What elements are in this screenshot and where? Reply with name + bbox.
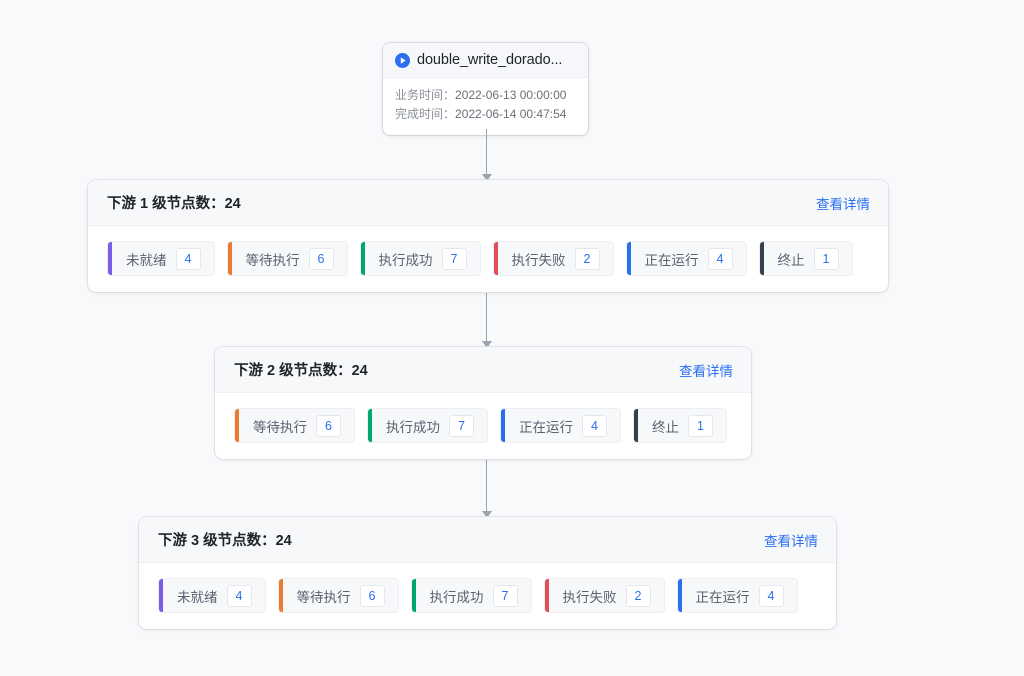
level-1-status-list: 未就绪 4 等待执行 6 执行成功 7 执行失败 2 正在运行 4 终止 1 <box>88 226 888 292</box>
status-count-badge: 6 <box>308 247 334 270</box>
level-1-title: 下游 1 级节点数：24 <box>107 196 241 212</box>
status-count-badge: 1 <box>688 414 713 437</box>
status-label: 未就绪 <box>126 252 167 268</box>
status-color-bar <box>227 242 232 275</box>
status-chip-running[interactable]: 正在运行 4 <box>676 578 798 613</box>
status-color-bar <box>108 242 112 275</box>
status-count-badge: 4 <box>582 414 607 437</box>
status-chip-success[interactable]: 执行成功 7 <box>410 578 532 613</box>
status-count-badge: 6 <box>359 584 385 607</box>
status-chip-success[interactable]: 执行成功 7 <box>359 241 481 276</box>
status-chip-waiting[interactable]: 等待执行 6 <box>234 408 355 443</box>
field-value: 2022-06-14 00:47:54 <box>455 107 567 121</box>
status-chip-success[interactable]: 执行成功 7 <box>367 408 488 443</box>
status-chip-waiting[interactable]: 等待执行 6 <box>277 578 399 613</box>
play-circle-icon <box>395 52 410 68</box>
status-color-bar <box>235 409 239 442</box>
status-chip-running[interactable]: 正在运行 4 <box>625 241 747 276</box>
level-2-title: 下游 2 级节点数：24 <box>234 363 368 379</box>
status-label: 正在运行 <box>695 589 750 605</box>
status-color-bar <box>634 409 638 442</box>
status-count-badge: 4 <box>226 584 252 607</box>
field-label: 业务时间： <box>395 88 456 102</box>
status-label: 正在运行 <box>644 252 699 268</box>
status-count-badge: 1 <box>813 247 839 270</box>
status-label: 终止 <box>652 419 679 435</box>
downstream-level-2-card: 下游 2 级节点数：24 查看详情 等待执行 6 执行成功 7 正在运行 4 终… <box>215 347 751 459</box>
status-color-bar <box>159 579 163 612</box>
status-label: 等待执行 <box>253 419 307 435</box>
root-node-body: 业务时间：2022-06-13 00:00:00 完成时间：2022-06-14… <box>383 78 588 135</box>
status-label: 等待执行 <box>245 252 300 268</box>
status-color-bar <box>368 409 372 442</box>
connector-arrowhead <box>481 511 492 518</box>
status-color-bar <box>544 579 549 612</box>
status-chip-not-ready[interactable]: 未就绪 4 <box>107 241 215 276</box>
connector-line <box>485 291 488 341</box>
status-label: 正在运行 <box>519 419 573 435</box>
connector-arrowhead <box>481 341 492 348</box>
connector-line <box>485 460 488 511</box>
level-1-view-detail-link[interactable]: 查看详情 <box>816 196 870 212</box>
status-count-badge: 4 <box>175 247 201 270</box>
connector-arrowhead <box>481 174 492 181</box>
level-2-view-detail-link[interactable]: 查看详情 <box>679 363 733 379</box>
status-color-bar <box>278 579 283 612</box>
level-2-header: 下游 2 级节点数：24 查看详情 <box>215 347 751 393</box>
status-count-badge: 6 <box>316 414 341 437</box>
status-chip-not-ready[interactable]: 未就绪 4 <box>158 578 266 613</box>
status-count-badge: 2 <box>625 584 651 607</box>
status-chip-waiting[interactable]: 等待执行 6 <box>226 241 348 276</box>
status-count-badge: 7 <box>449 414 474 437</box>
status-color-bar <box>360 242 365 275</box>
root-node-field-finish-time: 完成时间：2022-06-14 00:47:54 <box>395 105 577 124</box>
status-label: 执行成功 <box>386 419 440 435</box>
status-label: 执行失败 <box>511 252 566 268</box>
level-3-view-detail-link[interactable]: 查看详情 <box>764 533 818 549</box>
level-2-status-list: 等待执行 6 执行成功 7 正在运行 4 终止 1 <box>215 393 751 459</box>
status-color-bar <box>411 579 416 612</box>
root-node-field-business-time: 业务时间：2022-06-13 00:00:00 <box>395 86 577 105</box>
status-color-bar <box>501 409 505 442</box>
status-chip-terminated[interactable]: 终止 1 <box>758 241 853 276</box>
downstream-level-3-card: 下游 3 级节点数：24 查看详情 未就绪 4 等待执行 6 执行成功 7 执行… <box>139 517 836 629</box>
status-count-badge: 2 <box>574 247 600 270</box>
status-color-bar <box>759 242 764 275</box>
downstream-level-1-card: 下游 1 级节点数：24 查看详情 未就绪 4 等待执行 6 执行成功 7 执行… <box>88 180 888 292</box>
status-color-bar <box>493 242 498 275</box>
status-color-bar <box>677 579 682 612</box>
status-chip-failed[interactable]: 执行失败 2 <box>543 578 665 613</box>
status-count-badge: 7 <box>492 584 518 607</box>
status-color-bar <box>626 242 631 275</box>
connector-arrow-root-to-level-1 <box>481 129 492 181</box>
status-count-badge: 4 <box>707 247 733 270</box>
root-node-title: double_write_dorado... <box>417 52 563 68</box>
level-3-status-list: 未就绪 4 等待执行 6 执行成功 7 执行失败 2 正在运行 4 <box>139 563 836 629</box>
status-label: 等待执行 <box>296 589 351 605</box>
field-value: 2022-06-13 00:00:00 <box>455 88 567 102</box>
connector-arrow-level-1-to-level-2 <box>481 291 492 348</box>
level-1-header: 下游 1 级节点数：24 查看详情 <box>88 180 888 226</box>
status-chip-running[interactable]: 正在运行 4 <box>500 408 621 443</box>
level-3-header: 下游 3 级节点数：24 查看详情 <box>139 517 836 563</box>
status-chip-failed[interactable]: 执行失败 2 <box>492 241 614 276</box>
status-label: 未就绪 <box>177 589 218 605</box>
status-count-badge: 7 <box>441 247 467 270</box>
status-label: 执行成功 <box>378 252 433 268</box>
connector-arrow-level-2-to-level-3 <box>481 460 492 518</box>
status-label: 执行失败 <box>562 589 617 605</box>
status-chip-terminated[interactable]: 终止 1 <box>633 408 727 443</box>
root-node-header: double_write_dorado... <box>383 43 588 78</box>
status-label: 终止 <box>777 252 805 268</box>
root-node-card[interactable]: double_write_dorado... 业务时间：2022-06-13 0… <box>383 43 588 135</box>
level-3-title: 下游 3 级节点数：24 <box>158 533 292 549</box>
status-label: 执行成功 <box>429 589 484 605</box>
status-count-badge: 4 <box>758 584 784 607</box>
field-label: 完成时间： <box>395 107 456 121</box>
connector-line <box>485 129 488 174</box>
